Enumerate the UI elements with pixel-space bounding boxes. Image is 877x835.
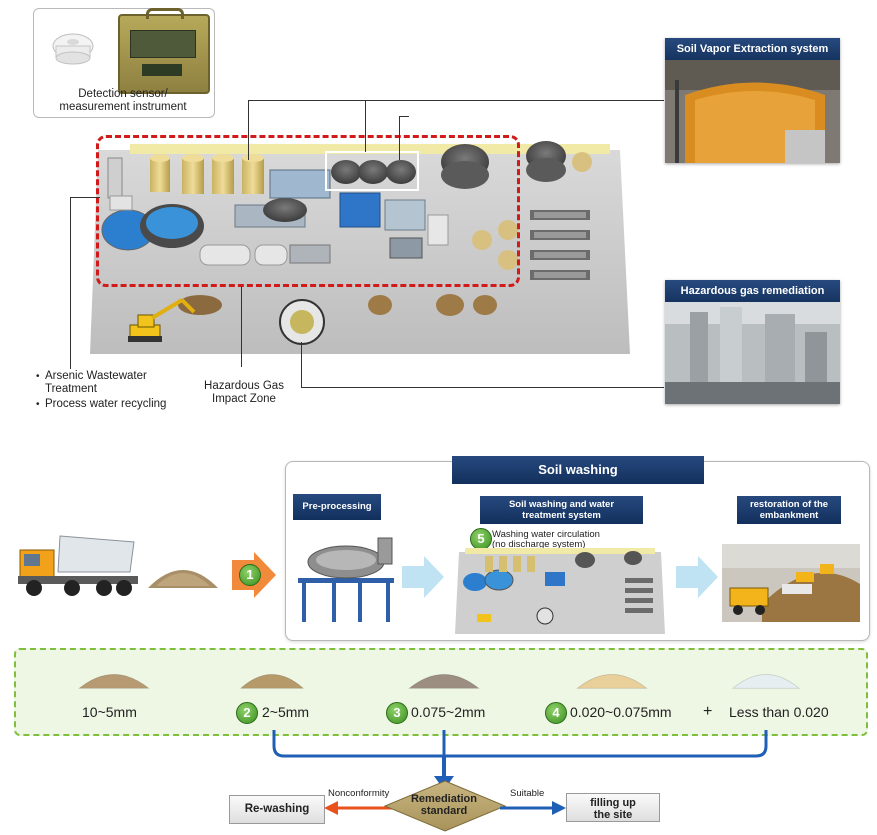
size-label-2-5mm: 2~5mm <box>262 704 310 720</box>
gas-zone-line2: Impact Zone <box>212 393 276 405</box>
suitable-arrow-icon <box>500 801 566 815</box>
sensor-caption: Detection sensor/ measurement instrument <box>33 88 213 114</box>
leader-line <box>301 387 664 388</box>
leader-line <box>365 100 366 152</box>
leader-line <box>301 342 302 387</box>
leader-line <box>241 287 242 367</box>
circulation-line2: (no discharge system) <box>492 539 586 550</box>
nonconformity-label: Nonconformity <box>328 788 390 799</box>
treatment-bullet-list: Arsenic Wastewater Treatment Process wat… <box>36 370 166 411</box>
leader-line <box>248 100 664 101</box>
soil-sample-10-5mm <box>78 673 150 689</box>
leader-line <box>248 100 249 160</box>
sensor-caption-line1: Detection sensor/ <box>78 88 168 100</box>
step-4-badge: 4 <box>545 702 567 724</box>
step-3-badge: 3 <box>386 702 408 724</box>
soil-sample-fill <box>731 674 801 689</box>
soil-washing-title: Soil washing <box>452 456 704 484</box>
remediation-standard-diamond <box>384 780 506 832</box>
standard-line1: Remediation <box>410 793 477 805</box>
nonconformity-arrow-icon <box>324 801 392 815</box>
measurement-instrument-icon <box>118 8 210 94</box>
soil-sample-0075-2mm <box>408 673 480 689</box>
fill-line1: filling up <box>590 797 636 809</box>
soil-vapor-extraction-photo <box>665 60 840 163</box>
pre-processing-machine-icon <box>298 537 394 622</box>
light-blue-arrow-icon <box>676 556 718 598</box>
restoration-line1: restoration of the <box>749 499 829 510</box>
washing-system-line1: Soil washing and water <box>508 499 615 510</box>
washing-plant-thumbnail <box>455 548 665 634</box>
soil-sample-fill <box>239 674 305 689</box>
pre-processing-tag: Pre-processing <box>293 494 381 520</box>
light-blue-arrow-icon <box>402 556 444 598</box>
leader-line <box>70 197 71 369</box>
restoration-tag: restoration of the embankment <box>737 496 841 524</box>
gas-zone-line1: Hazardous Gas <box>204 380 284 392</box>
restoration-line2: embankment <box>759 510 819 521</box>
particle-size-band <box>14 648 868 736</box>
leader-line <box>399 116 400 160</box>
sensor-caption-line2: measurement instrument <box>59 101 187 113</box>
step-2-badge: 2 <box>236 702 258 724</box>
flow-bracket <box>272 730 768 790</box>
fill-line2: the site <box>593 809 633 821</box>
standard-line2: standard <box>420 805 468 817</box>
leader-line <box>399 116 409 117</box>
circulation-line1: Washing water circulation <box>492 529 600 540</box>
re-washing-box: Re-washing <box>229 795 325 824</box>
soil-sample-2-5mm <box>239 674 305 689</box>
hazardous-gas-facility-card: Hazardous gas remediation facilities <box>665 280 840 404</box>
hazardous-gas-facility-photo <box>665 302 840 404</box>
soil-sample-0020-0075mm <box>576 673 648 689</box>
soil-sample-fill <box>78 673 150 689</box>
washing-system-line2: treatment system <box>522 510 601 521</box>
size-label-less-than-0020: Less than 0.020 <box>729 704 829 720</box>
soil-pile-icon <box>148 570 218 588</box>
filling-up-site-box: filling up the site <box>566 793 660 822</box>
washing-system-tag: Soil washing and water treatment system <box>480 496 643 524</box>
leader-line <box>70 197 100 198</box>
step-1-badge: 1 <box>239 564 261 586</box>
remediation-standard-label: Remediation standard <box>390 793 498 817</box>
soil-sample-less-than-0020 <box>731 674 801 689</box>
soil-vapor-extraction-title: Soil Vapor Extraction system <box>665 38 840 60</box>
embankment-restoration-photo <box>722 544 860 622</box>
hazardous-gas-zone-label: Hazardous Gas Impact Zone <box>192 380 296 406</box>
soil-vapor-extraction-card: Soil Vapor Extraction system <box>665 38 840 163</box>
hazardous-gas-impact-zone-outline <box>96 135 520 287</box>
washing-water-circulation-note: Washing water circulation (no discharge … <box>492 530 600 550</box>
step-5-badge: 5 <box>470 528 492 550</box>
soil-sample-fill <box>408 673 480 689</box>
hazardous-gas-facility-title: Hazardous gas remediation facilities <box>665 280 840 319</box>
bullet-item-water-recycling: Process water recycling <box>36 398 166 411</box>
suitable-label: Suitable <box>510 788 545 799</box>
smoke-detector-icon <box>52 33 94 65</box>
size-label-0075-2mm: 0.075~2mm <box>411 704 486 720</box>
soil-sample-fill <box>576 673 648 689</box>
size-label-10-5mm: 10~5mm <box>82 704 137 720</box>
bullet-item-arsenic: Arsenic Wastewater Treatment <box>36 370 155 396</box>
dump-truck-icon <box>18 535 138 596</box>
plus-sign: + <box>703 703 713 720</box>
treatment-plant-illustration <box>90 141 630 354</box>
size-label-0020-0075mm: 0.020~0.075mm <box>570 704 672 720</box>
